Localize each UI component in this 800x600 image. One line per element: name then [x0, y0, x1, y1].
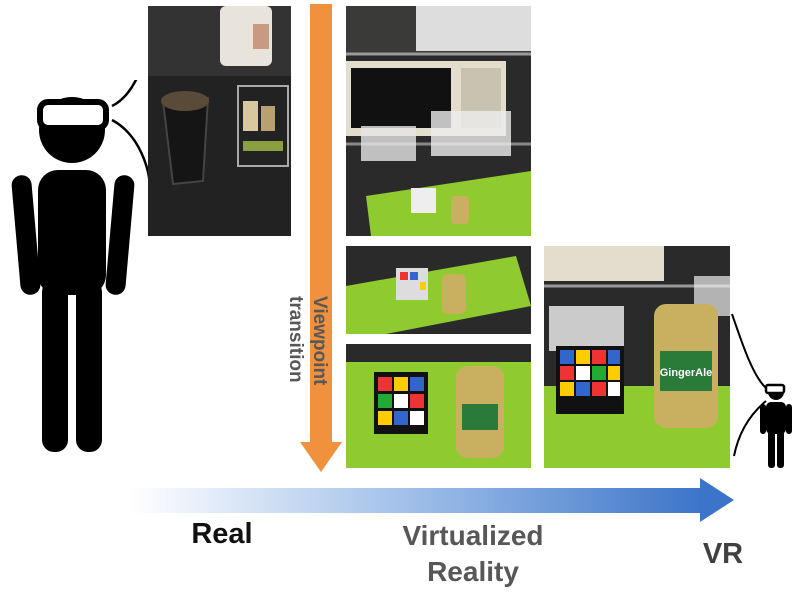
real-scene-photo: [148, 6, 291, 236]
vr-label: VR: [702, 538, 744, 570]
real-label: Real: [191, 518, 253, 550]
viewpoint-transition-label: Viewpoint transition: [285, 296, 330, 386]
viewpoint-transition-arrow: [300, 4, 342, 472]
vr-view-photo: GingerAle: [544, 246, 730, 468]
virtualized-mid-view-photo: [346, 246, 531, 334]
person-with-vr-headset-icon: [11, 80, 152, 452]
small-person-with-vr-headset-icon: [731, 313, 792, 468]
virtualized-wide-view-photo: [346, 6, 531, 236]
virtualized-reality-label: Virtualized Reality: [402, 520, 544, 587]
virtualized-close-view-photo: [346, 344, 531, 468]
can-label-text: GingerAle: [660, 367, 713, 379]
real-to-vr-timeline-arrow: [130, 478, 734, 522]
